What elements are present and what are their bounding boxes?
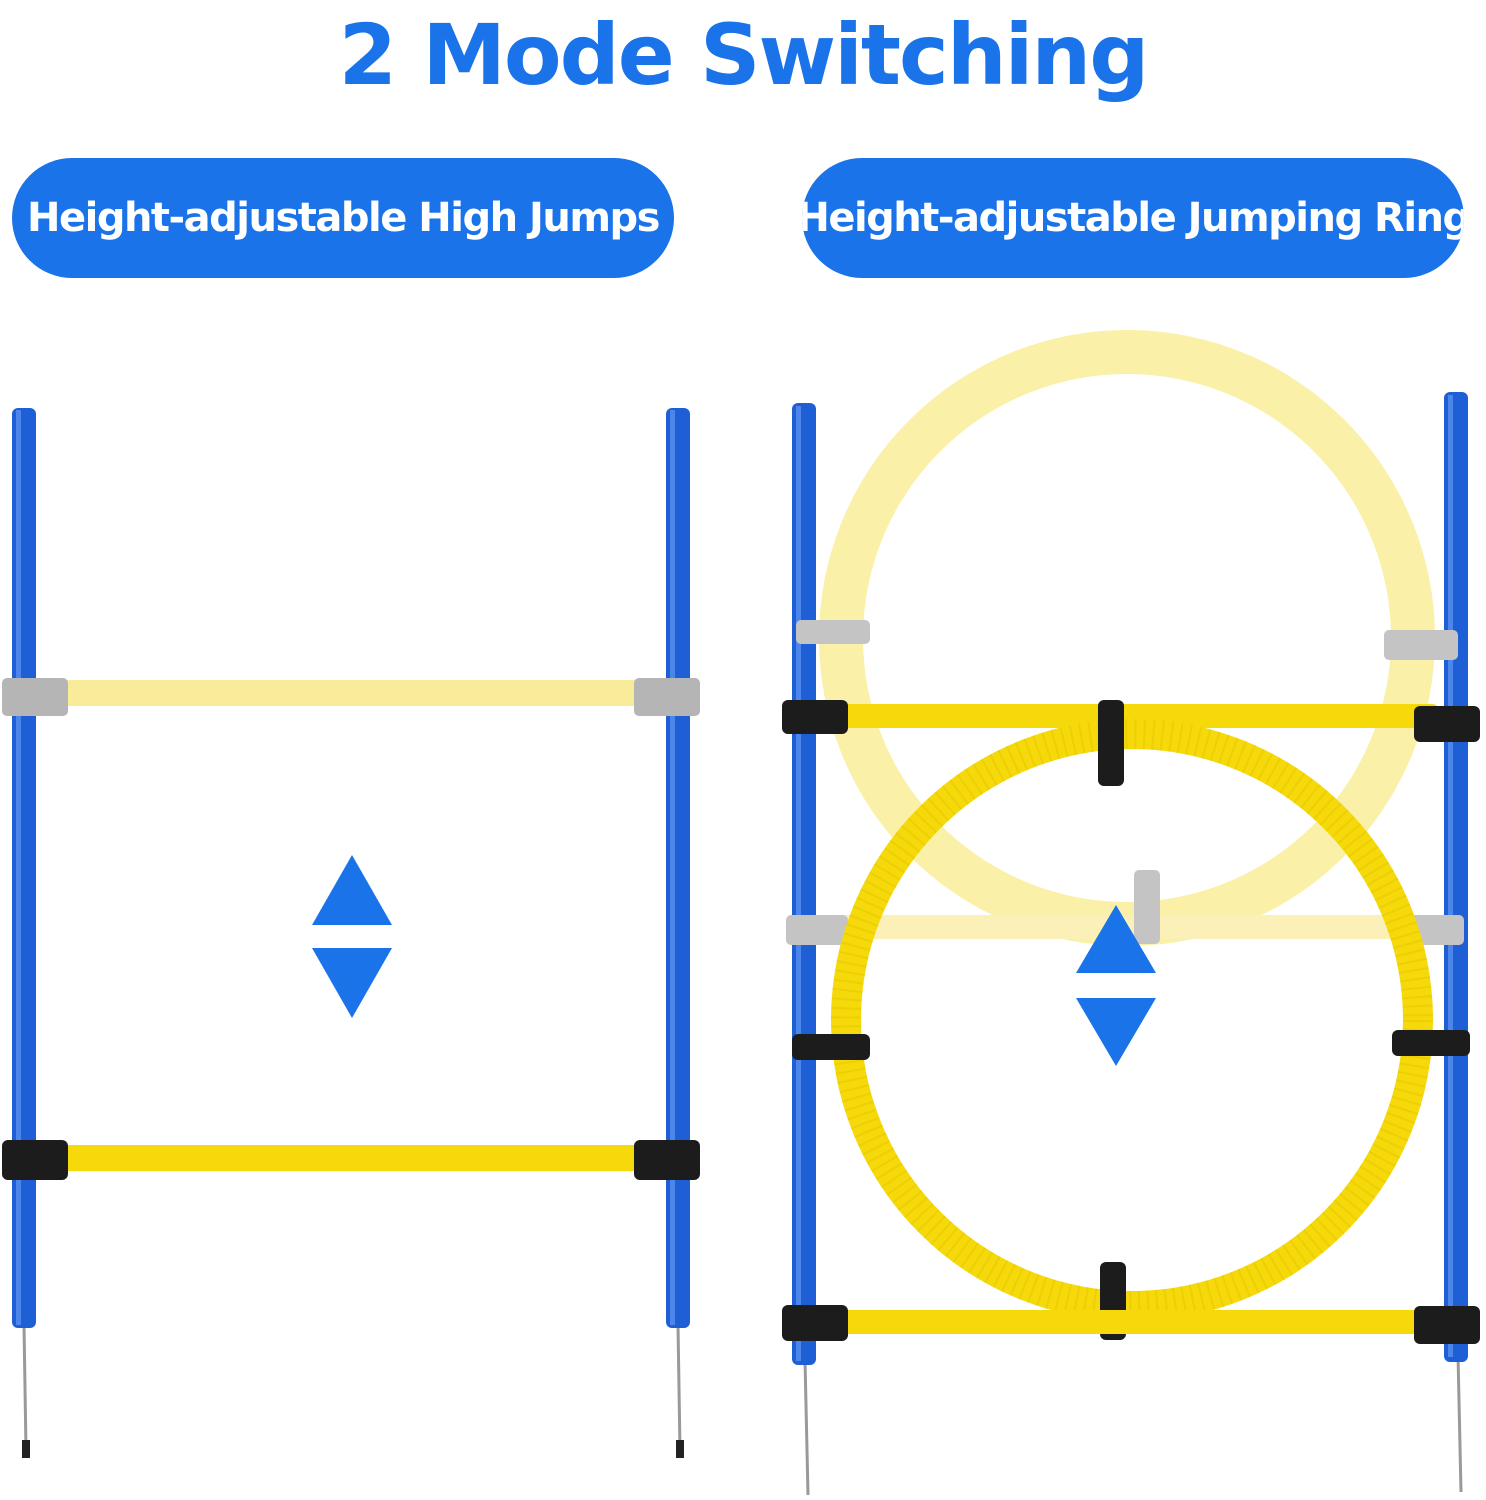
ring-clip [1098, 700, 1124, 786]
clip [634, 1140, 700, 1180]
clip [1414, 1306, 1480, 1344]
ghost-clip [1134, 870, 1160, 944]
pole-right [1444, 392, 1468, 1362]
page-title: 2 Mode Switching [338, 6, 1150, 104]
ground-spike-tip [22, 1440, 30, 1458]
ground-spike [676, 1324, 682, 1451]
ghost-clip [786, 915, 848, 945]
clip [2, 1140, 68, 1180]
pole-right [666, 408, 690, 1328]
crossbar-lower [820, 1310, 1440, 1334]
ring-clip [1392, 1030, 1470, 1056]
ring-clip [792, 1034, 870, 1060]
up-down-arrows-icon [312, 855, 392, 1018]
mode-label-jumping-ring: Height-adjustable Jumping Ring [802, 158, 1464, 278]
pole-left [792, 403, 816, 1365]
high-jump-set [2, 408, 700, 1458]
ground-spike-tip [676, 1440, 684, 1458]
ghost-clip [796, 620, 870, 644]
ghost-clip [1384, 630, 1458, 660]
ground-spike [22, 1324, 28, 1451]
ghost-clip [634, 678, 700, 716]
ground-spike [1456, 1354, 1463, 1493]
mode-label-high-jumps: Height-adjustable High Jumps [12, 158, 674, 278]
crossbar-upper [820, 704, 1440, 728]
clip [782, 1305, 848, 1341]
ghost-crossbar [40, 680, 660, 706]
clip [782, 700, 848, 734]
mode-label-text: Height-adjustable Jumping Ring [802, 195, 1464, 241]
mode-label-text: Height-adjustable High Jumps [27, 195, 660, 241]
pole-left [12, 408, 36, 1328]
crossbar [40, 1145, 660, 1171]
clip [1414, 706, 1480, 742]
ground-spike [803, 1359, 810, 1496]
jumping-ring-set [782, 330, 1480, 1496]
ghost-clip [2, 678, 68, 716]
up-down-arrows-icon [1076, 905, 1156, 1066]
